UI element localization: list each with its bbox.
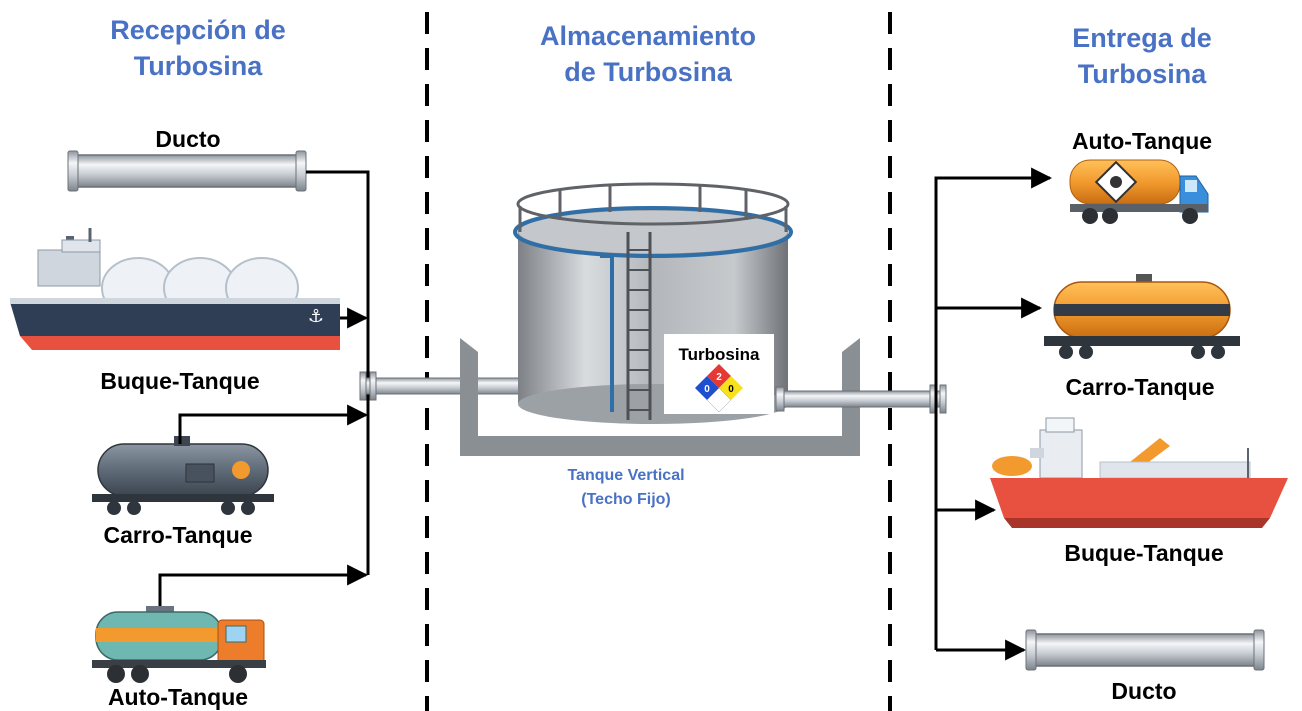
delivery-auto-label: Auto-Tanque [1071, 128, 1213, 154]
delivery-title-line1: Entrega de [1072, 23, 1212, 53]
containment-dike [460, 338, 860, 456]
delivery-ducto-label: Ducto [1111, 678, 1177, 704]
reception-title-line1: Recepción de [110, 15, 286, 45]
reception-title: Recepción de Turbosina [48, 12, 348, 84]
delivery-truck-icon [1069, 159, 1209, 224]
delivery-pipe-icon [1025, 629, 1265, 671]
storage-title: Almacenamiento de Turbosina [498, 18, 798, 90]
delivery-railcar-icon [1044, 274, 1240, 359]
storage-title-line1: Almacenamiento [539, 21, 757, 51]
tank-type-line2: (Techo Fijo) [581, 491, 671, 508]
delivery-carro-label: Carro-Tanque [1065, 374, 1215, 400]
delivery-buque-label: Buque-Tanque [1064, 540, 1224, 566]
reception-buque-label: Buque-Tanque [100, 368, 260, 394]
reception-ducto-label: Ducto [155, 126, 221, 152]
nfpa-diamond-icon: 2 0 0 [695, 364, 743, 413]
inlet-pipe [359, 371, 531, 401]
delivery-ship-icon [990, 417, 1288, 528]
outlet-pipe [775, 384, 947, 414]
nfpa-health: 0 [704, 384, 710, 395]
reception-auto-label: Auto-Tanque [107, 684, 249, 710]
nfpa-flammability: 2 [716, 372, 722, 383]
product-label: Turbosina [679, 345, 760, 364]
reception-ship-icon: ⚓ [10, 228, 340, 350]
storage-title-line2: de Turbosina [564, 57, 732, 87]
reception-truck-icon [92, 606, 266, 683]
reception-pipe-icon [67, 150, 307, 192]
reception-carro-label: Carro-Tanque [103, 522, 253, 548]
nfpa-reactivity: 0 [728, 384, 734, 395]
tank-type-label: Tanque Vertical (Techo Fijo) [506, 464, 746, 512]
delivery-manifold [934, 167, 1053, 661]
tank-type-line1: Tanque Vertical [567, 467, 685, 484]
svg-text:⚓: ⚓ [308, 306, 324, 326]
delivery-title-line2: Turbosina [1077, 59, 1207, 89]
reception-title-line2: Turbosina [133, 51, 263, 81]
reception-railcar-icon [92, 436, 274, 515]
delivery-title: Entrega de Turbosina [992, 20, 1292, 92]
reception-manifold [158, 170, 370, 606]
